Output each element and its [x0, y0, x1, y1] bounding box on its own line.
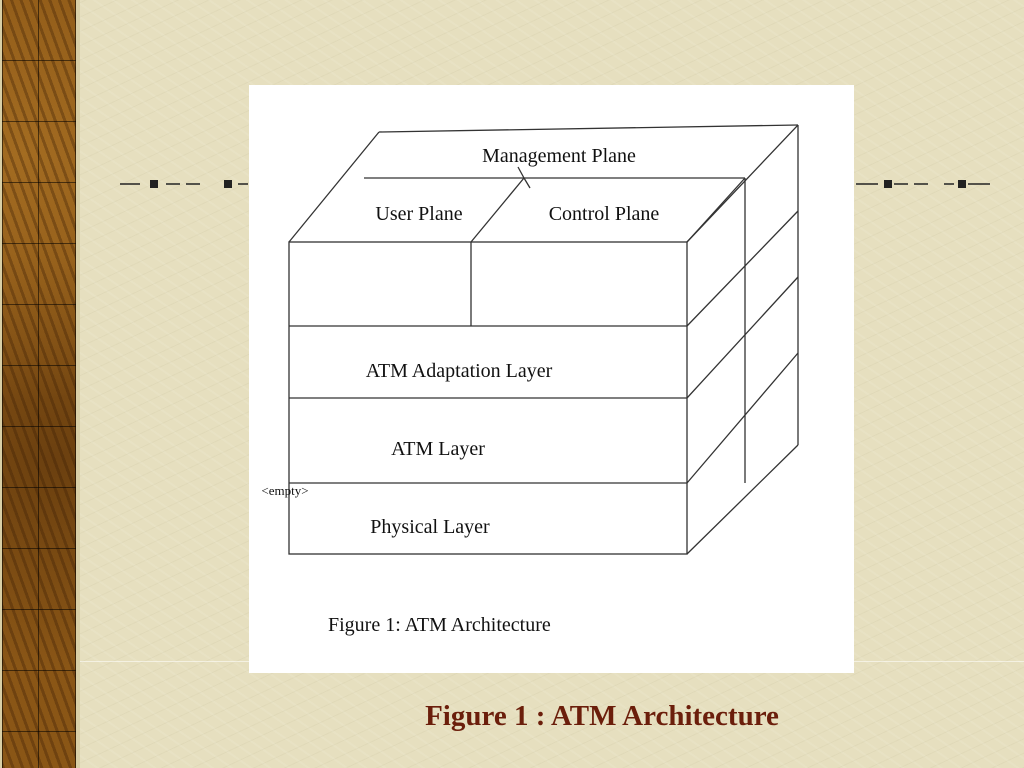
management-plane-diagonal: [686, 177, 746, 243]
physical-layer-label: Physical Layer: [370, 516, 490, 538]
empty-placeholder-label: <empty>: [261, 483, 308, 498]
slide-caption: Figure 1 : ATM Architecture: [425, 700, 779, 732]
management-pointer-right: [523, 177, 531, 189]
management-pointer-left: [517, 166, 525, 179]
side-atm-physical-edge: [686, 352, 799, 484]
aal-layer-label: ATM Adaptation Layer: [366, 360, 553, 382]
cube-bottom-right-edge: [686, 444, 799, 555]
side-planes-aal-edge: [686, 210, 799, 327]
control-plane-label: Control Plane: [549, 203, 660, 225]
left-border: [0, 0, 80, 768]
management-plane-label: Management Plane: [482, 145, 636, 167]
atm-architecture-diagram: Management Plane User Plane Control Plan…: [261, 124, 799, 636]
wood-texture-strip: [2, 0, 76, 768]
atm-layer-label: ATM Layer: [391, 438, 485, 460]
cube-top-back-edge: [378, 124, 799, 133]
dash-ornament-left: [120, 180, 248, 188]
cube-top-left-edge: [288, 131, 380, 243]
user-control-top-divider: [470, 177, 525, 243]
diagram-card: Management Plane User Plane Control Plan…: [249, 85, 854, 673]
dash-ornament-right: [856, 180, 990, 188]
user-plane-label: User Plane: [375, 203, 462, 225]
inner-figure-caption: Figure 1: ATM Architecture: [328, 614, 551, 636]
side-aal-atm-edge: [686, 276, 799, 399]
